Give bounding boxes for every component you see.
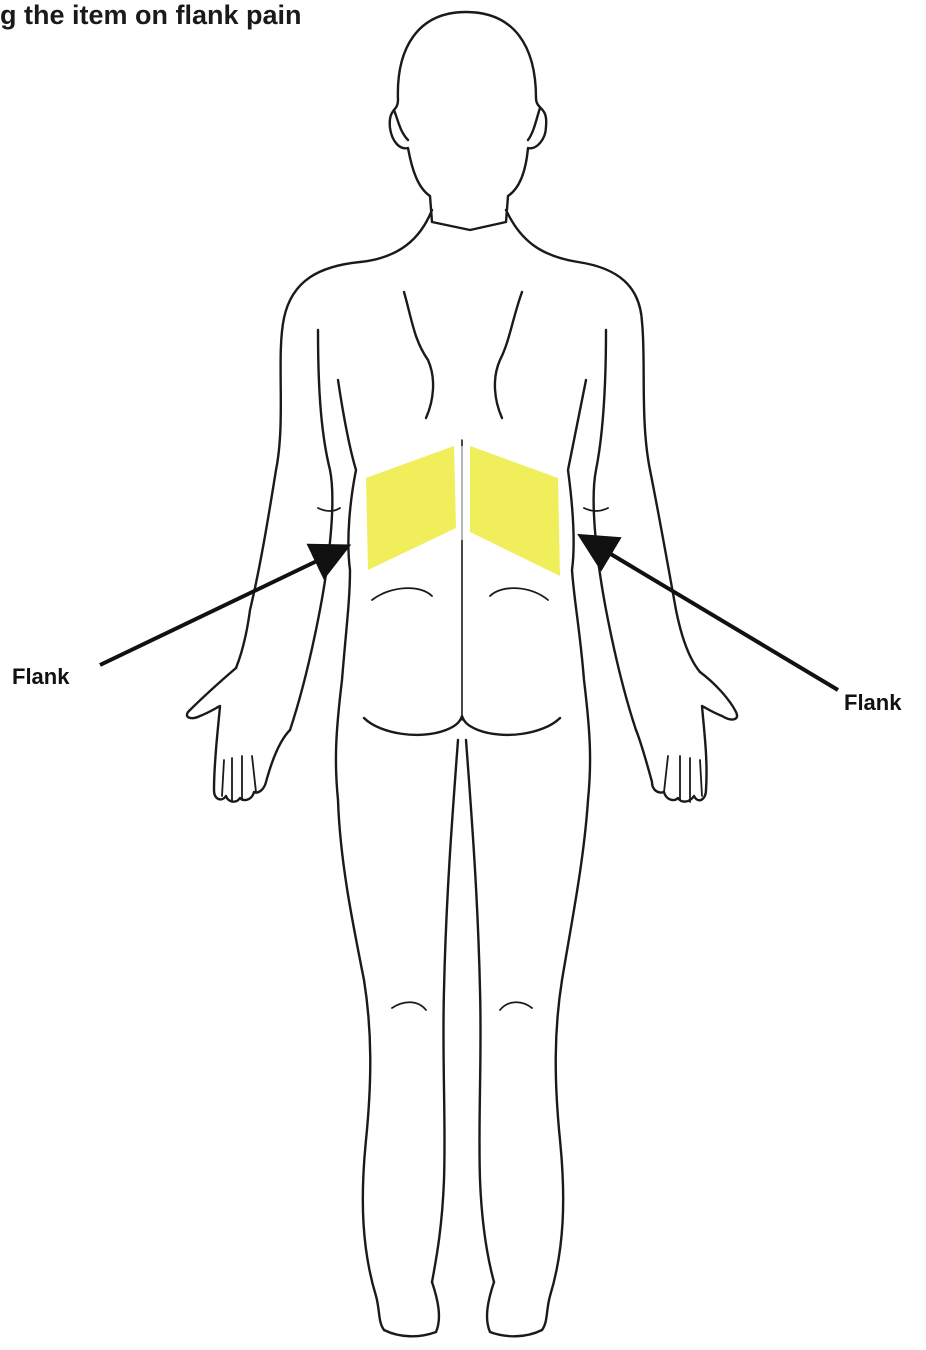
left-flank-label: Flank: [12, 664, 70, 689]
right-flank-label: Flank: [844, 690, 902, 715]
left-knee-mark: [392, 1002, 426, 1010]
left-elbow-mark: [318, 508, 340, 511]
right-knee-mark: [500, 1002, 532, 1010]
left-lower-back-curve: [372, 588, 432, 600]
left-flank-highlight: [366, 446, 456, 570]
left-leg-outer: [338, 800, 439, 1336]
right-ear: [528, 108, 540, 140]
right-lower-back-curve: [490, 588, 548, 600]
left-ear: [394, 110, 408, 140]
right-flank-arrow: [584, 538, 838, 690]
right-flank-highlight: [470, 446, 560, 576]
buttocks-outline: [364, 716, 560, 735]
left-leg-inner: [432, 740, 458, 1282]
right-leg-outer: [487, 800, 588, 1336]
torso-left-outline: [236, 210, 432, 668]
right-arm-inner: [594, 330, 636, 730]
left-waist-line: [336, 380, 356, 800]
head-outline: [390, 12, 546, 230]
right-scapula: [495, 292, 522, 418]
torso-right-outline: [506, 210, 700, 672]
right-waist-line: [568, 380, 590, 800]
right-hand-outline: [636, 672, 737, 802]
left-flank-arrow: [100, 548, 344, 665]
right-elbow-mark: [584, 508, 608, 511]
left-hand-outline: [187, 668, 290, 802]
left-arm-inner: [290, 330, 332, 730]
right-leg-inner: [466, 740, 494, 1282]
left-scapula: [404, 292, 433, 418]
